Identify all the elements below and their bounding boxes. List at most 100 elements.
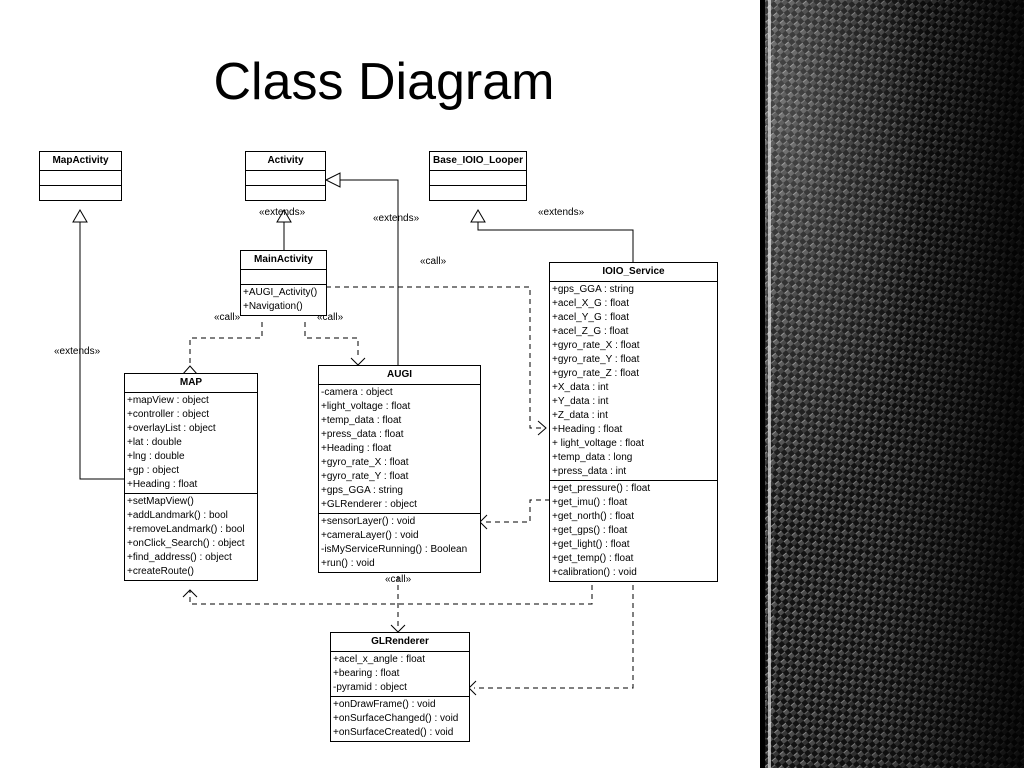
map-call-arrowhead bbox=[182, 365, 198, 375]
augi-call-arrowhead bbox=[350, 357, 366, 366]
method: +createRoute() bbox=[127, 566, 194, 577]
attribute: +mapView : object bbox=[127, 395, 209, 406]
method: +get_temp() : float bbox=[552, 553, 634, 564]
augi-extends-activity-line bbox=[340, 179, 399, 365]
ioio-call-augi-line bbox=[485, 499, 550, 523]
attributes-section bbox=[430, 171, 526, 186]
attribute: +Heading : float bbox=[127, 479, 198, 490]
attribute: +controller : object bbox=[127, 409, 209, 420]
attribute: +GLRenderer : object bbox=[321, 499, 417, 510]
carbon-texture-graphic bbox=[760, 0, 1024, 768]
methods-section: +AUGI_Activity() +Navigation() bbox=[241, 285, 326, 315]
class-mainactivity: MainActivity +AUGI_Activity() +Navigatio… bbox=[240, 250, 327, 316]
attribute: +temp_data : long bbox=[552, 452, 633, 463]
attribute: +acel_x_angle : float bbox=[333, 654, 426, 665]
slide: Class Diagram bbox=[39, 53, 718, 742]
method: +setMapView() bbox=[127, 496, 194, 507]
attribute: +gyro_rate_X : float bbox=[552, 340, 640, 351]
attribute: +light_voltage : float bbox=[321, 401, 411, 412]
label-call-augi: «call» bbox=[317, 312, 344, 323]
attributes-section: +acel_x_angle : float +bearing : float -… bbox=[331, 652, 469, 697]
label-call-map: «call» bbox=[214, 312, 241, 323]
method: +get_light() : float bbox=[552, 539, 630, 550]
attribute: +Z_data : int bbox=[552, 410, 608, 421]
method: +onClick_Search() : object bbox=[127, 538, 245, 549]
attributes-section bbox=[246, 171, 325, 186]
method: +Navigation() bbox=[243, 301, 303, 312]
attributes-section bbox=[40, 171, 121, 186]
method: +AUGI_Activity() bbox=[243, 287, 318, 298]
mainactivity-call-augi-line bbox=[304, 322, 359, 358]
class-mapactivity: MapActivity bbox=[39, 151, 122, 201]
attribute: +gps_GGA : string bbox=[552, 284, 634, 295]
class-name: IOIO_Service bbox=[550, 263, 717, 282]
class-name: AUGI bbox=[319, 366, 480, 385]
class-name: Base_IOIO_Looper bbox=[430, 152, 526, 171]
decorative-side-panel bbox=[760, 0, 1024, 768]
method: +cameraLayer() : void bbox=[321, 530, 419, 541]
augi-from-ioio-arrowhead bbox=[479, 514, 488, 530]
slide-title: Class Diagram bbox=[213, 53, 555, 111]
class-base-ioio-looper: Base_IOIO_Looper bbox=[429, 151, 527, 201]
diagram-connectors bbox=[72, 172, 634, 696]
class-name: GLRenderer bbox=[331, 633, 469, 652]
ioio-extends-base-line bbox=[477, 222, 634, 262]
attribute: -pyramid : object bbox=[333, 682, 407, 693]
method: +run() : void bbox=[321, 558, 375, 569]
methods-section bbox=[430, 186, 526, 200]
base-generalization-arrow bbox=[470, 209, 486, 223]
attribute: +press_data : float bbox=[321, 429, 404, 440]
attribute: +gyro_rate_Y : float bbox=[321, 471, 409, 482]
method: +get_pressure() : float bbox=[552, 483, 651, 494]
attribute: +acel_X_G : float bbox=[552, 298, 629, 309]
attribute: +temp_data : float bbox=[321, 415, 402, 426]
methods-section: +sensorLayer() : void +cameraLayer() : v… bbox=[319, 514, 480, 572]
method: +calibration() : void bbox=[552, 567, 637, 578]
attribute: +lat : double bbox=[127, 437, 182, 448]
method: +onSurfaceChanged() : void bbox=[333, 713, 459, 724]
method: -isMyServiceRunning() : Boolean bbox=[321, 544, 468, 555]
ioio-call-arrowhead bbox=[537, 420, 547, 436]
label-call-glrenderer: «call» bbox=[385, 574, 412, 585]
label-call-ioio: «call» bbox=[420, 256, 447, 267]
class-augi: AUGI -camera : object +light_voltage : f… bbox=[318, 365, 481, 573]
method: +addLandmark() : bool bbox=[127, 510, 228, 521]
attribute: +lng : double bbox=[127, 451, 185, 462]
method: +onSurfaceCreated() : void bbox=[333, 727, 454, 738]
mainactivity-call-ioio-line bbox=[326, 286, 545, 429]
attribute: +gyro_rate_Z : float bbox=[552, 368, 639, 379]
class-name: MAP bbox=[125, 374, 257, 393]
method: +sensorLayer() : void bbox=[321, 516, 416, 527]
activity-generalization-arrow-augi bbox=[324, 172, 341, 188]
map-extends-mapactivity-line bbox=[79, 222, 125, 480]
methods-section: +onDrawFrame() : void +onSurfaceChanged(… bbox=[331, 697, 469, 741]
mainactivity-call-map-line bbox=[189, 322, 263, 366]
methods-section bbox=[40, 186, 121, 200]
attribute: +Heading : float bbox=[552, 424, 623, 435]
attributes-section: +gps_GGA : string +acel_X_G : float +ace… bbox=[550, 282, 717, 481]
label-extends-ioio: «extends» bbox=[538, 207, 585, 218]
method: +find_address() : object bbox=[127, 552, 232, 563]
map-bottom-arrowhead bbox=[182, 589, 198, 598]
attribute: +overlayList : object bbox=[127, 423, 216, 434]
mapactivity-generalization-arrow bbox=[72, 209, 88, 223]
attributes-section bbox=[241, 270, 326, 285]
methods-section: +setMapView() +addLandmark() : bool +rem… bbox=[125, 494, 257, 580]
attribute: +Y_data : int bbox=[552, 396, 609, 407]
method: +get_gps() : float bbox=[552, 525, 628, 536]
methods-section: +get_pressure() : float +get_imu() : flo… bbox=[550, 481, 717, 581]
attribute: -camera : object bbox=[321, 387, 393, 398]
class-name: MainActivity bbox=[241, 251, 326, 270]
attribute: + light_voltage : float bbox=[552, 438, 645, 449]
attributes-section: +mapView : object +controller : object +… bbox=[125, 393, 257, 494]
attribute: +press_data : int bbox=[552, 466, 627, 477]
attribute: +acel_Z_G : float bbox=[552, 326, 629, 337]
attribute: +bearing : float bbox=[333, 668, 400, 679]
class-name: Activity bbox=[246, 152, 325, 171]
method: +removeLandmark() : bool bbox=[127, 524, 245, 535]
class-ioio-service: IOIO_Service +gps_GGA : string +acel_X_G… bbox=[549, 262, 718, 582]
attribute: +Heading : float bbox=[321, 443, 392, 454]
method: +get_north() : float bbox=[552, 511, 634, 522]
call-map-line bbox=[189, 585, 593, 605]
attribute: +acel_Y_G : float bbox=[552, 312, 629, 323]
